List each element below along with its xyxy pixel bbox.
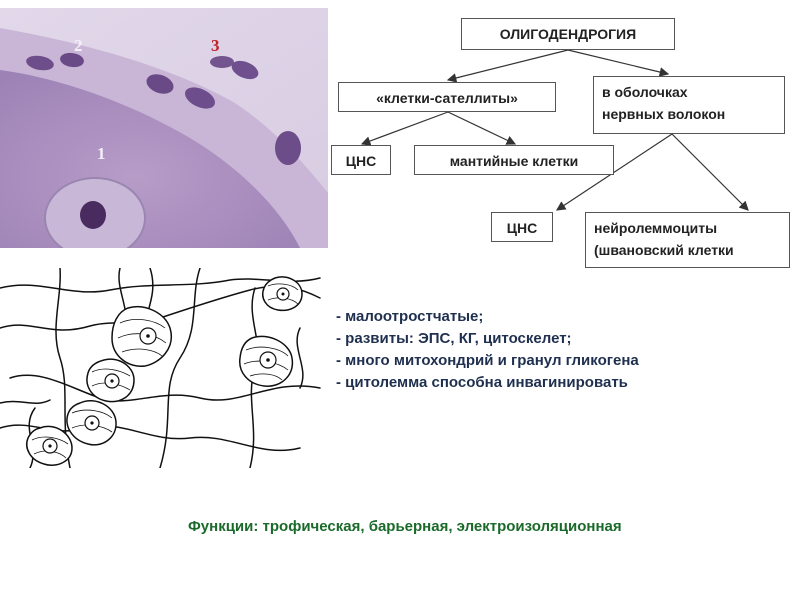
root-box: ОЛИГОДЕНДРОГИЯ bbox=[461, 18, 675, 50]
mantle-cells-label: мантийные клетки bbox=[449, 153, 579, 169]
arrow-root-satellite bbox=[446, 49, 569, 83]
satellite-cns-label: ЦНС bbox=[345, 153, 377, 169]
sheath-box: в оболочках нервных волокон bbox=[593, 76, 785, 134]
neurolemmocytes-label-line2: (швановский клетки bbox=[594, 242, 734, 258]
features-list: - малоотростчатые; - развиты: ЭПС, КГ, ц… bbox=[336, 306, 639, 394]
root-label: ОЛИГОДЕНДРОГИЯ bbox=[499, 26, 637, 42]
oligodendrocyte-drawing bbox=[0, 267, 322, 469]
arrow-satellite-mantle bbox=[447, 111, 517, 145]
functions-text: Функции: трофическая, барьерная, электро… bbox=[188, 518, 622, 535]
feature-item: - цитолемма способна инвагинировать bbox=[336, 374, 628, 391]
micrograph-label-3: 3 bbox=[211, 36, 220, 55]
sheath-label-line1: в оболочках bbox=[602, 84, 688, 100]
micrograph-label-1: 1 bbox=[97, 144, 106, 163]
sheath-cns-label: ЦНС bbox=[506, 220, 538, 236]
arrow-sheath-neurolemmo bbox=[671, 133, 749, 211]
neurolemmocytes-label-line1: нейролеммоциты bbox=[594, 220, 718, 236]
micrograph-image: 2 3 1 bbox=[0, 8, 328, 259]
sheath-cns-box: ЦНС bbox=[491, 212, 553, 242]
mantle-cells-box: мантийные клетки bbox=[414, 145, 614, 175]
micrograph-label-2: 2 bbox=[74, 36, 83, 55]
arrow-root-sheath bbox=[567, 49, 670, 77]
satellite-cns-box: ЦНС bbox=[331, 145, 391, 175]
satellite-box: «клетки-сателлиты» bbox=[338, 82, 556, 112]
satellite-label: «клетки-сателлиты» bbox=[376, 90, 518, 106]
feature-item: - малоотростчатые; bbox=[336, 308, 484, 325]
sheath-label-line2: нервных волокон bbox=[602, 106, 726, 122]
arrow-satellite-cns bbox=[360, 111, 449, 146]
feature-item: - развиты: ЭПС, КГ, цитоскелет; bbox=[336, 330, 572, 347]
feature-item: - много митохондрий и гранул гликогена bbox=[336, 352, 639, 369]
neurolemmocytes-box: нейролеммоциты (швановский клетки bbox=[585, 212, 790, 268]
